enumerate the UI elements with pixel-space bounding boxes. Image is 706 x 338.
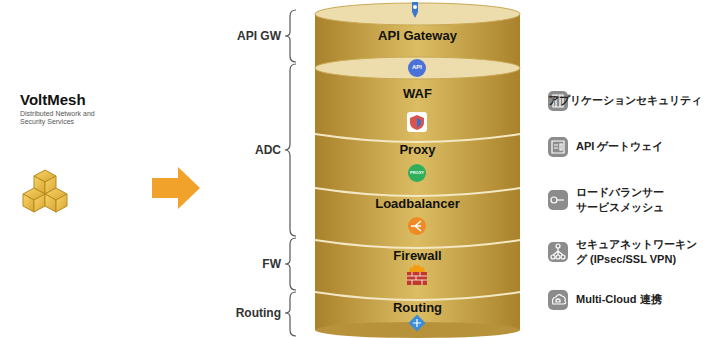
feature-text: API ゲートウェイ: [576, 140, 663, 153]
feature-text: Multi-Cloud 連携: [576, 293, 662, 306]
feature-text: ロードバランサー サービスメッシュ: [576, 185, 676, 215]
layer-label: Routing: [315, 294, 520, 315]
waf-layer: WAF: [315, 80, 520, 134]
layer-label: Proxy: [315, 136, 520, 157]
product-subtitle: Distributed Network and Security Service…: [20, 110, 115, 126]
layer-label: Loadbalancer: [315, 190, 520, 211]
bracket-label: FW: [262, 257, 281, 271]
firewall-layer: Firewall: [315, 242, 520, 292]
layer-label: WAF: [315, 80, 520, 101]
layer-label: API Gateway: [315, 22, 520, 43]
icon-text: API: [412, 64, 422, 71]
routing-layer: Routing: [315, 294, 520, 338]
icon-text: PROXY: [410, 171, 424, 176]
loadbalancer-layer: Loadbalancer: [315, 190, 520, 240]
api-gateway-layer: API Gateway: [315, 22, 520, 62]
proxy-layer: Proxy: [315, 136, 520, 188]
feature-text: セキュアネットワーキング (IPsec/SSL VPN): [576, 237, 702, 267]
bracket-label: API GW: [237, 29, 281, 43]
product-name: VoltMesh: [20, 91, 86, 109]
bracket-label: ADC: [255, 143, 281, 157]
layer-label: Firewall: [315, 242, 520, 263]
bracket-label: Routing: [236, 306, 281, 320]
feature-text: アプリケーションセキュリティ: [548, 94, 702, 107]
